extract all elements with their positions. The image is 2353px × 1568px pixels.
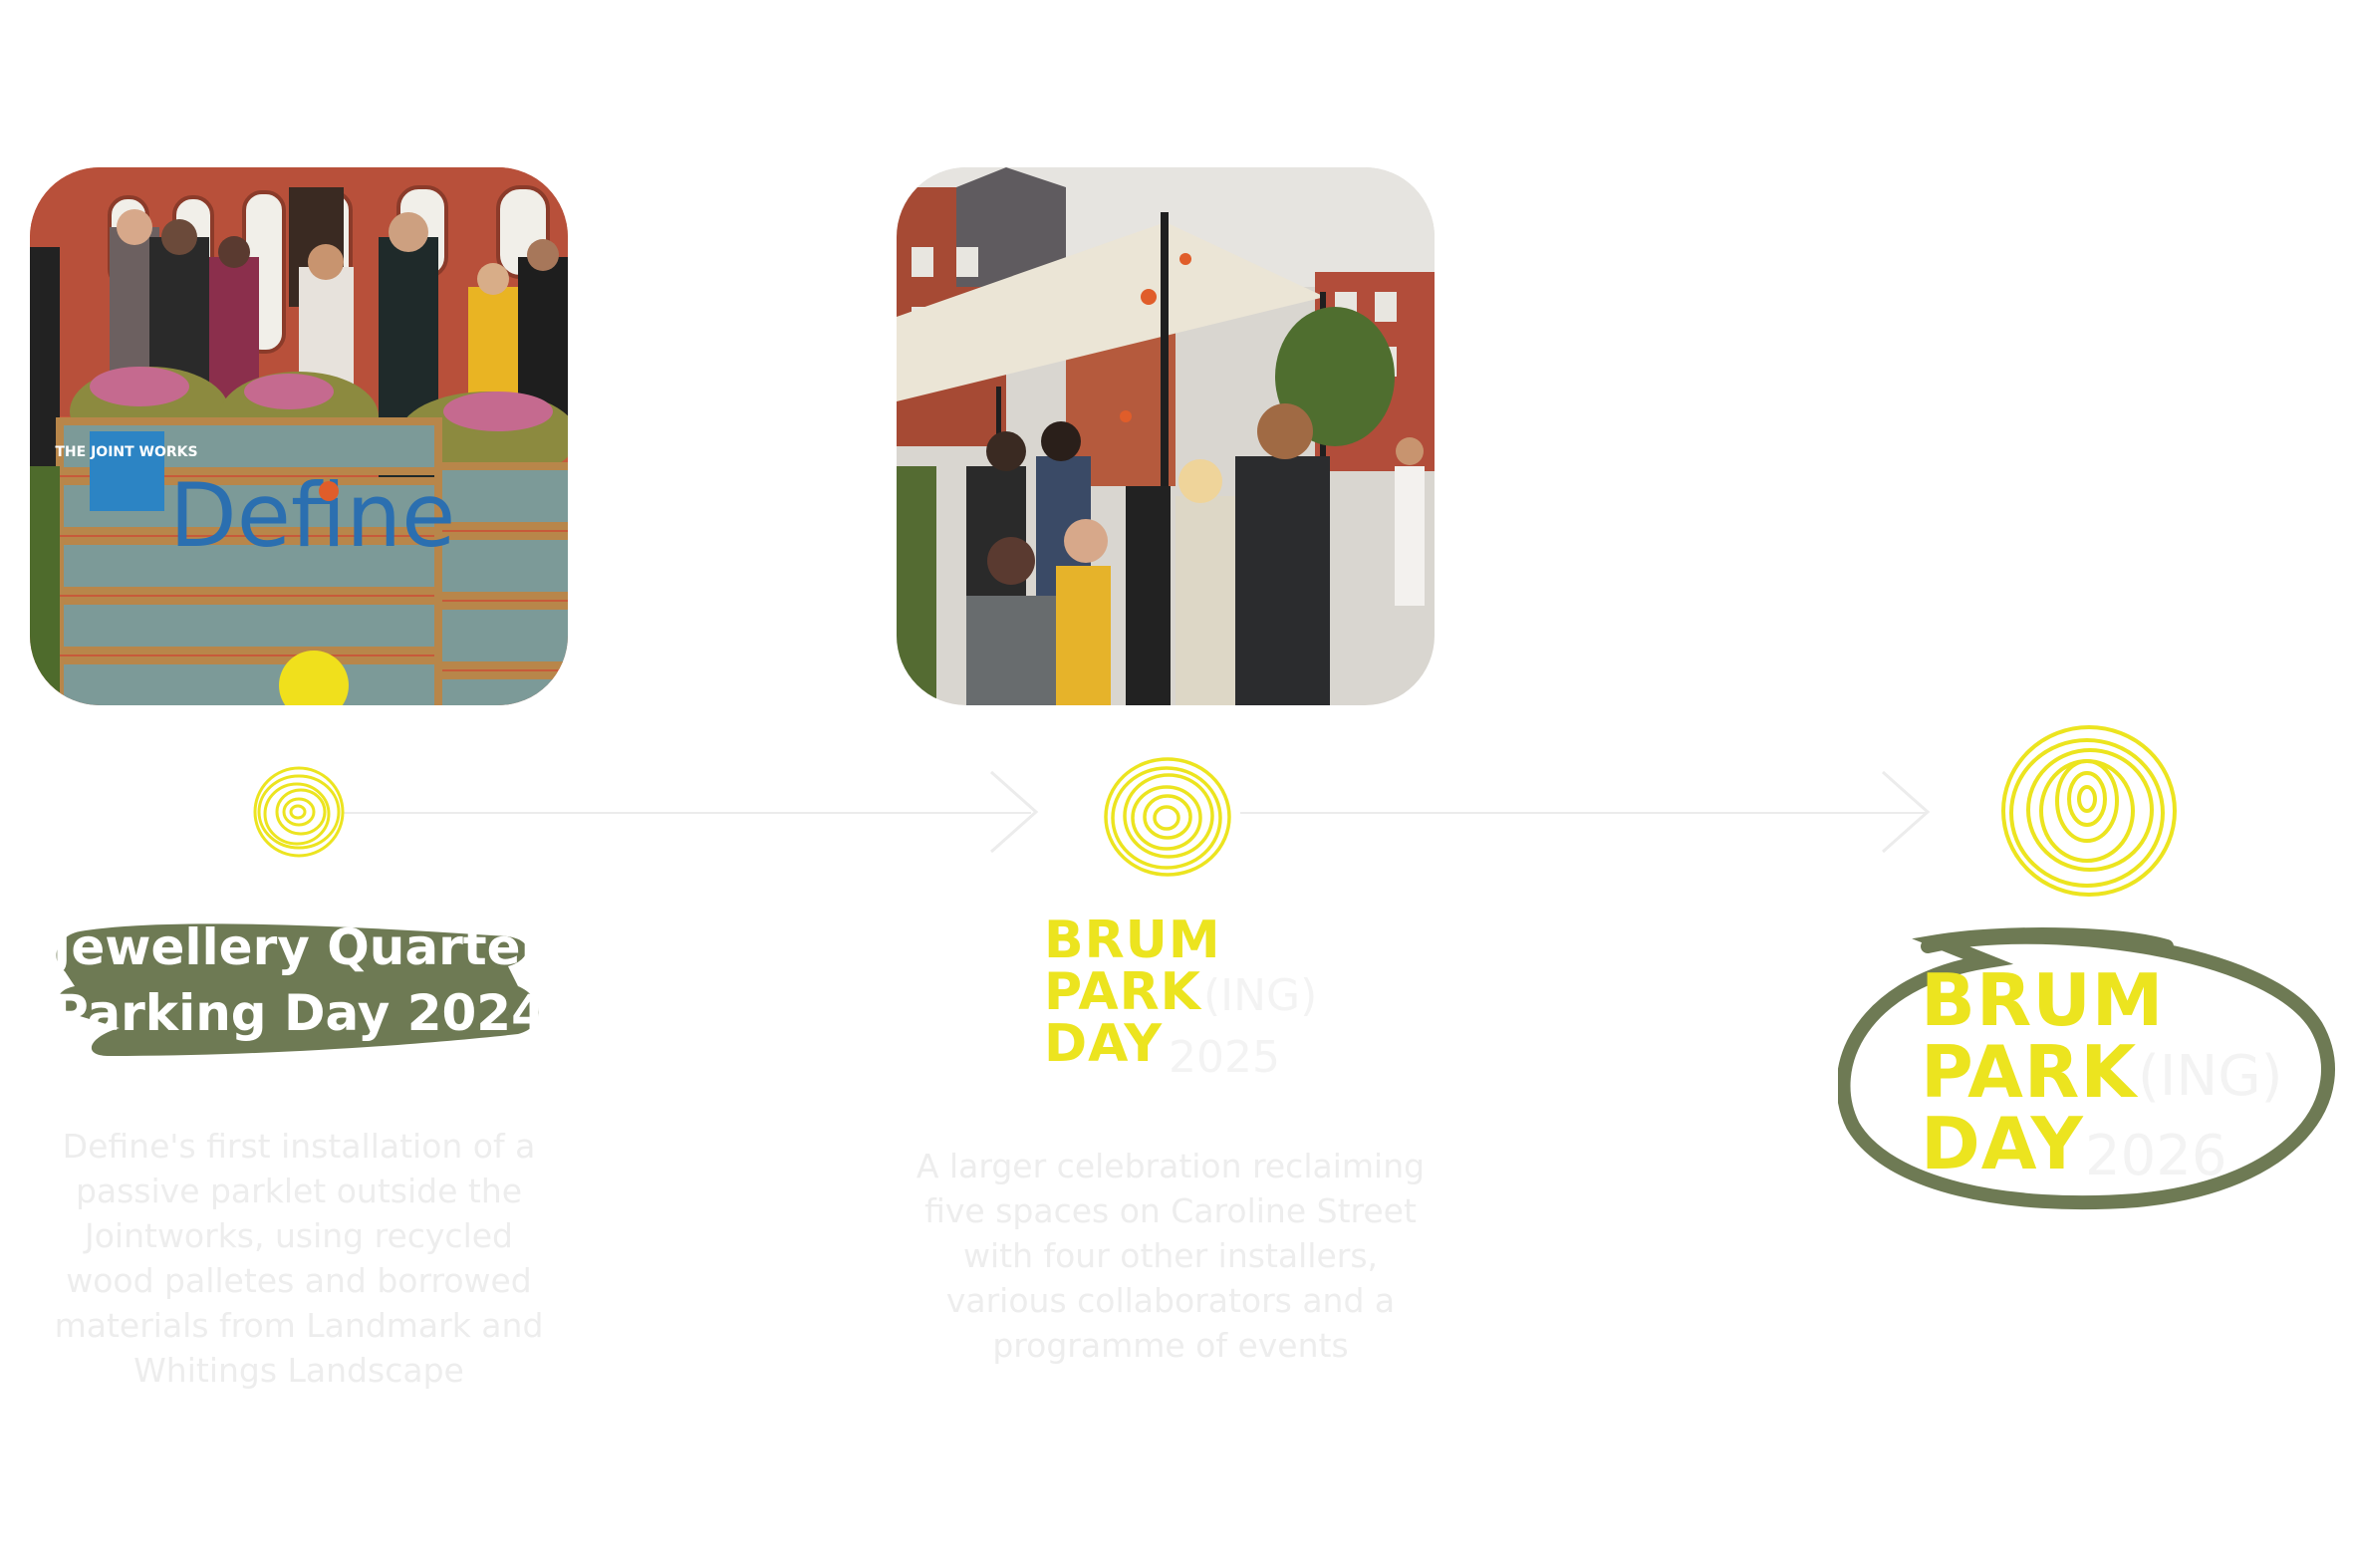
timeline-segment-1	[344, 812, 1031, 814]
description-2025: A larger celebration reclaiming five spa…	[915, 1147, 1426, 1365]
logo-2025-day: DAY	[1044, 1014, 1164, 1074]
logo-2026-brum: BRUM	[1921, 958, 2165, 1042]
timeline-marker-2026	[2001, 725, 2177, 897]
photo-signage-text: Define	[169, 464, 455, 567]
timeline-arrow-2	[1882, 770, 1931, 854]
logo-2026-ring	[1838, 927, 2335, 1210]
logo-2026-park: PARK	[1921, 1030, 2138, 1114]
logo-2025-brum: BRUM	[1044, 911, 1221, 970]
timeline-marker-2024	[253, 766, 345, 858]
title-2024: Jewellery Quarter Parking Day 2024	[40, 915, 558, 1046]
timeline-arrow-1	[990, 770, 1039, 854]
photo-2025-illustration	[897, 167, 1435, 705]
photo-caroline-street-2025	[897, 167, 1435, 705]
logo-2025-ing: (ING)	[1203, 970, 1318, 1021]
logo-2026-ing: (ING)	[2138, 1044, 2283, 1109]
title-2024-line-1: Jewellery Quarter	[52, 918, 546, 976]
photo-parklet-2024: THE JOINT WORKS Define	[30, 167, 568, 705]
timeline-segment-2	[1240, 812, 1928, 814]
logo-2025: BRUM PARK DAY (ING) 2025	[1044, 915, 1343, 1084]
logo-2026: BRUM PARK DAY (ING) 2026	[1921, 958, 2319, 1188]
logo-2026-year: 2026	[2085, 1124, 2227, 1188]
logo-2026-day: DAY	[1921, 1102, 2084, 1185]
photo-2024-illustration: THE JOINT WORKS Define	[30, 167, 568, 705]
logo-2025-year: 2025	[1169, 1032, 1280, 1083]
description-2024: Define's first installation of a passive…	[54, 1127, 544, 1390]
logo-2025-park: PARK	[1044, 962, 1201, 1022]
photo-sticker-text: THE JOINT WORKS	[55, 444, 197, 460]
title-2024-line-2: Parking Day 2024	[52, 984, 546, 1042]
title-brush-2024	[56, 923, 539, 1056]
timeline-marker-2025	[1104, 757, 1231, 877]
